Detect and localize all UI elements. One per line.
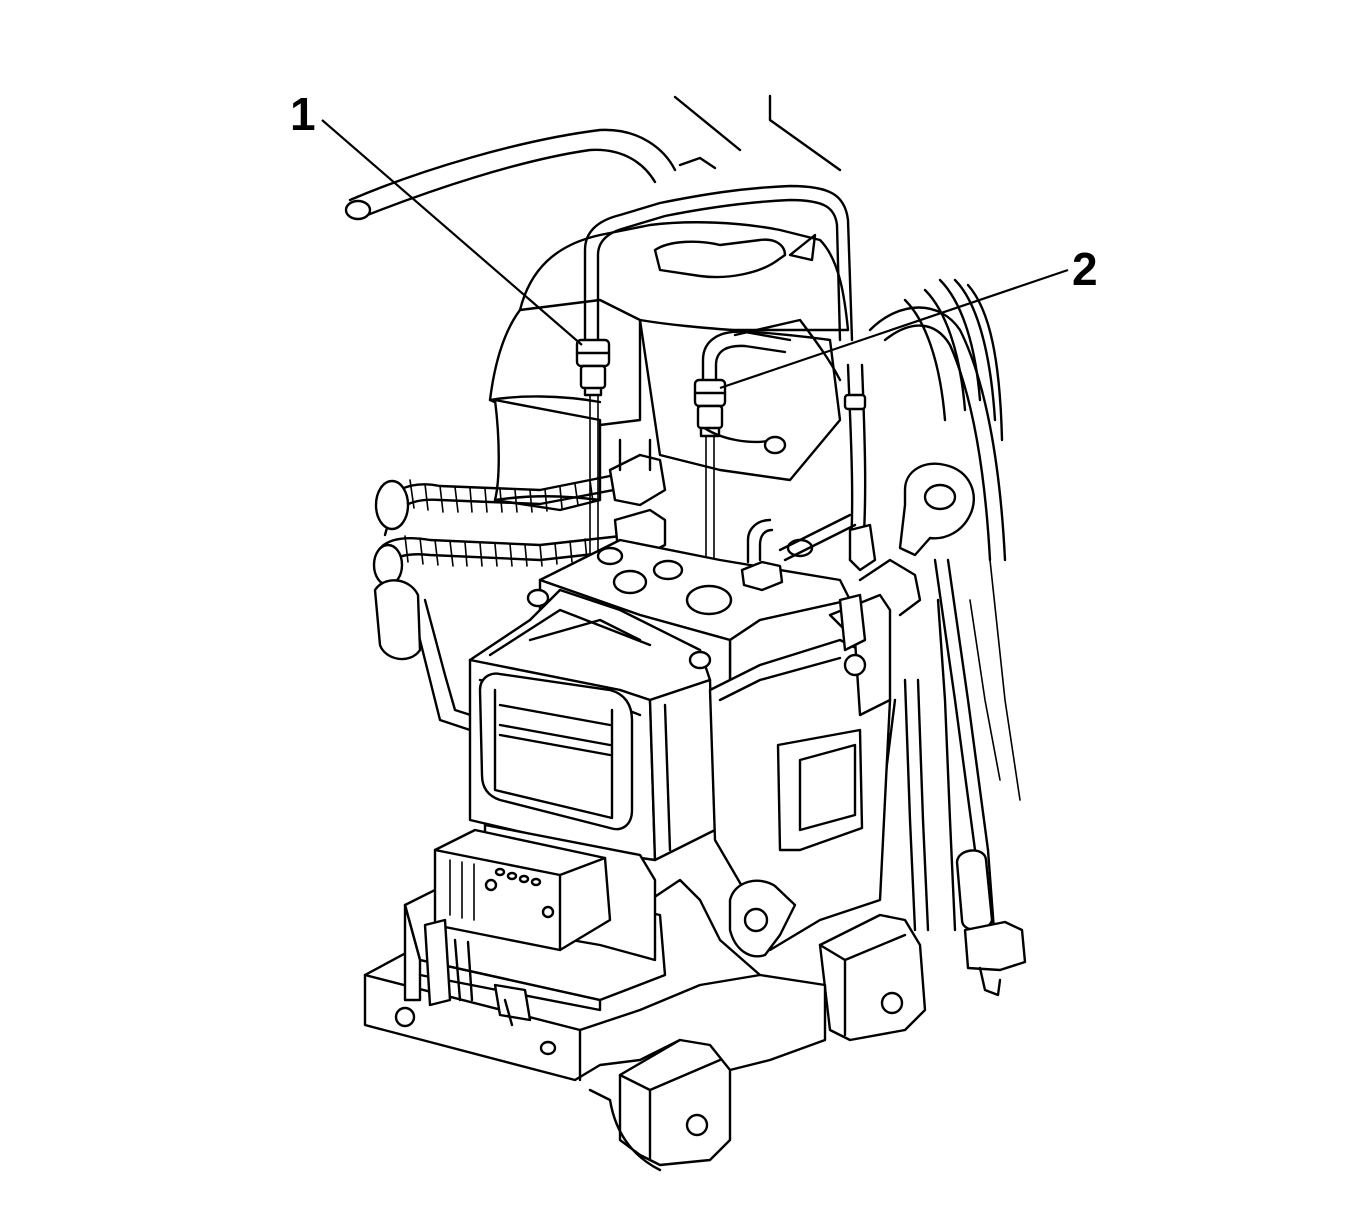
coil-wraps bbox=[404, 479, 594, 567]
electronic-control-module bbox=[468, 588, 717, 862]
right-tube-bundle bbox=[843, 278, 1027, 997]
callout-1-leader bbox=[321, 119, 583, 346]
callout-2-label: 2 bbox=[1072, 243, 1098, 295]
connector-pins bbox=[449, 859, 555, 921]
callout-2: 2 bbox=[719, 243, 1098, 390]
callout-1: 1 bbox=[290, 88, 583, 346]
background-lines bbox=[344, 94, 842, 221]
brake-line-2 bbox=[693, 330, 792, 601]
callout-1-label: 1 bbox=[290, 88, 316, 140]
brake-line-1 bbox=[575, 184, 854, 561]
rear-housing bbox=[488, 221, 850, 512]
harness-connector bbox=[403, 823, 667, 1027]
callout-2-leader bbox=[719, 268, 1069, 390]
